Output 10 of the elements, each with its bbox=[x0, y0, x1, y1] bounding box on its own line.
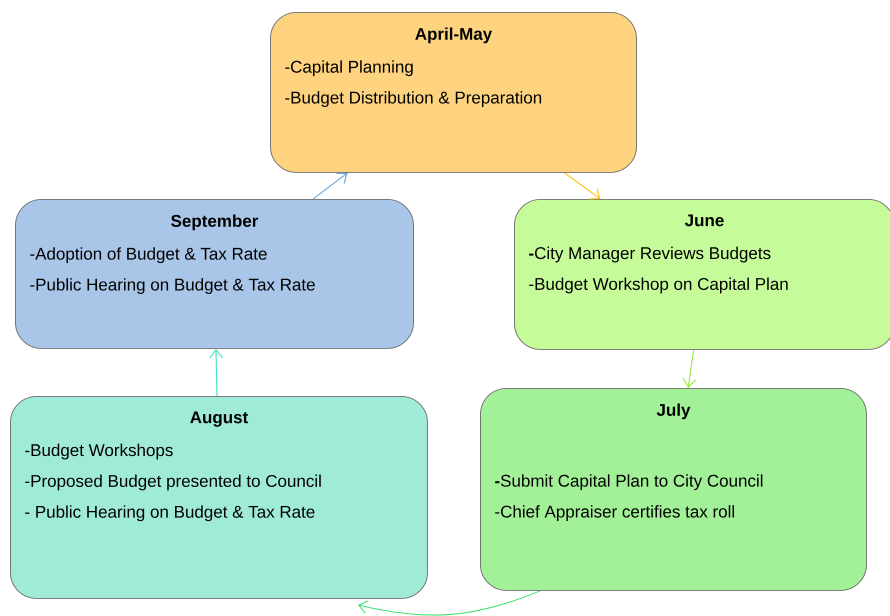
process-box: June -City Manager Reviews Budgets -Budget Workshop on Capital Plan bbox=[514, 199, 890, 350]
arrow bbox=[312, 172, 348, 200]
arrow bbox=[358, 590, 540, 616]
arrow bbox=[209, 348, 224, 396]
process-box: July -Submit Capital Plan to City Council -Chief Appraiser certifies tax roll bbox=[480, 388, 867, 591]
process-box: August -Budget Workshops -Proposed Budget presented to Council - Public Hearing on Budget & Tax Rate bbox=[10, 396, 428, 599]
arrow bbox=[564, 172, 601, 200]
process-box: April-May -Capital Planning -Budget Distribution & Preparation bbox=[270, 12, 637, 173]
process-box: September -Adoption of Budget & Tax Rate -Public Hearing on Budget & Tax Rate bbox=[15, 199, 414, 349]
arrow bbox=[682, 350, 696, 388]
